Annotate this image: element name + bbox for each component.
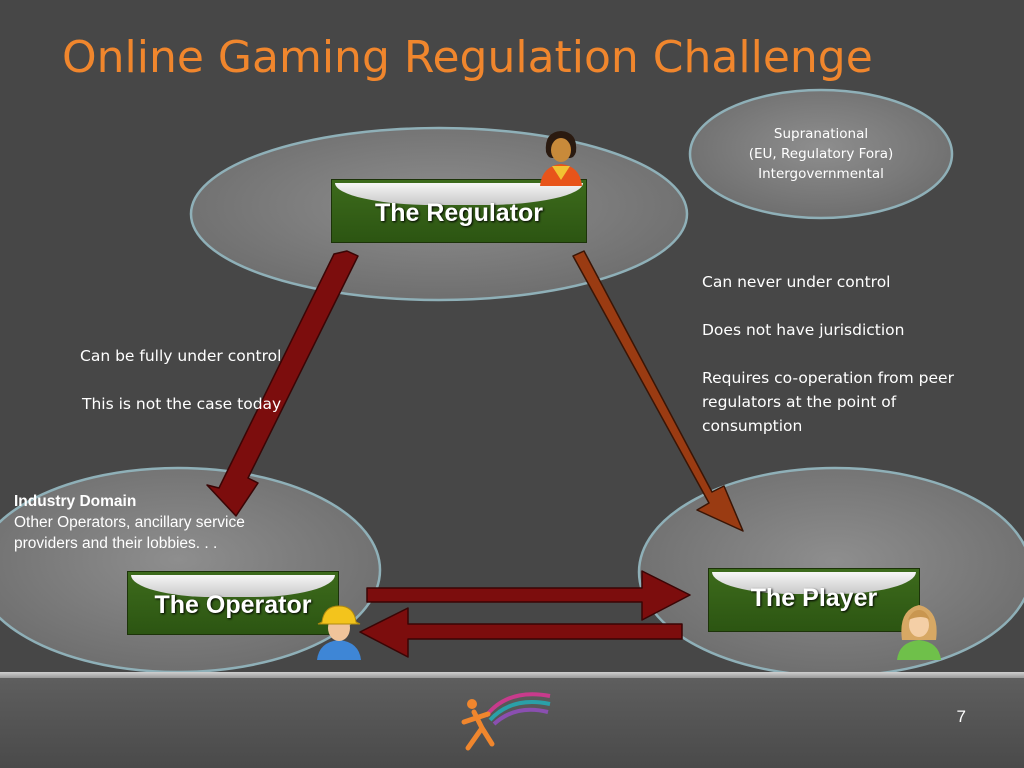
supranational-line-3: Intergovernmental xyxy=(758,166,884,182)
operator-to-player-arrow xyxy=(366,570,691,621)
player-node: The Player xyxy=(708,568,920,632)
supranational-line-1: Supranational xyxy=(773,126,869,142)
player-note-3: Requires co-operation from peer regulato… xyxy=(702,369,954,435)
operator-label: The Operator xyxy=(154,591,312,619)
regulator-label: The Regulator xyxy=(374,199,544,227)
player-note-1: Can never under control xyxy=(702,273,891,291)
footer xyxy=(0,678,1024,768)
regulator-to-operator-arrow xyxy=(206,250,359,517)
regulator-avatar-icon xyxy=(540,131,582,186)
player-notes: Can never under control Does not have ju… xyxy=(702,270,992,438)
operator-node: The Operator xyxy=(127,571,339,635)
runner-logo-icon xyxy=(461,692,551,751)
player-label: The Player xyxy=(750,584,878,612)
supranational-ellipse xyxy=(688,88,954,220)
regulator-node: The Regulator xyxy=(331,179,587,243)
operator-avatar-icon xyxy=(317,605,361,660)
page-number: 7 xyxy=(956,707,966,726)
supranational-text: Supranational (EU, Regulatory Fora) Inte… xyxy=(692,124,950,184)
regulator-to-player-arrow xyxy=(572,250,744,532)
footer-band xyxy=(0,672,1024,678)
industry-domain: Industry Domain Other Operators, ancilla… xyxy=(14,491,289,554)
operator-note-1: Can be fully under control xyxy=(80,347,282,365)
industry-heading: Industry Domain xyxy=(14,493,137,510)
slide-title: Online Gaming Regulation Challenge xyxy=(62,32,873,83)
player-to-operator-arrow xyxy=(359,607,683,658)
operator-note-2: This is not the case today xyxy=(82,395,282,413)
industry-text: Other Operators, ancillary service provi… xyxy=(14,514,245,552)
supranational-line-2: (EU, Regulatory Fora) xyxy=(748,146,894,162)
player-avatar-icon xyxy=(897,605,941,660)
player-note-2: Does not have jurisdiction xyxy=(702,321,905,339)
operator-notes: Can be fully under control This is not t… xyxy=(80,344,310,416)
